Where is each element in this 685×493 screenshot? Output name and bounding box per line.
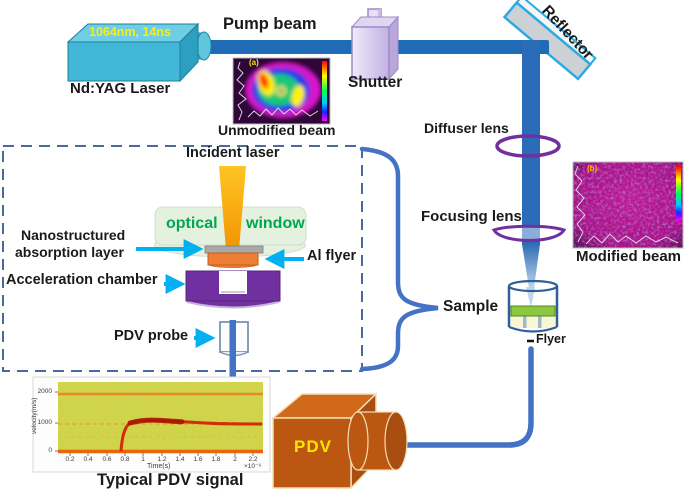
modified-beam-caption: Modified beam (576, 248, 682, 265)
spectrogram-xtick-2: 0.4 (83, 456, 93, 463)
spectrogram-xtick-10: 2 (233, 456, 237, 463)
modified-beam-image (572, 161, 684, 249)
nano-layer-label-line1: Nanostructured (21, 227, 126, 243)
spectrogram-xtick-1: 0.2 (65, 456, 75, 463)
spectrogram-xtick-11: 2.2 (248, 456, 258, 463)
optical-window-label-right: window (246, 215, 305, 232)
brace-connector (359, 146, 439, 372)
spectrogram-ytick-1000: 1000 (37, 419, 52, 426)
unmodified-beam-tag: (a) (249, 58, 259, 67)
pdv-device-body (270, 392, 408, 490)
target-assembly-box (2, 145, 363, 372)
pdv-fiber (401, 346, 534, 448)
spectrogram-xtick-8: 1.6 (193, 456, 203, 463)
spectrogram-ylabel: velocity(m/s) (31, 397, 38, 434)
spectrogram-xtick-3: 0.6 (102, 456, 112, 463)
modified-beam-tag: (b) (587, 164, 598, 173)
spectrogram-xtick-7: 1.4 (175, 456, 185, 463)
pump-beam-label: Pump beam (223, 15, 317, 33)
pdv-probe-label: PDV probe (114, 328, 189, 344)
incident-laser-beam (219, 166, 246, 250)
unmodified-beam-image (232, 57, 331, 125)
spectrogram-xlabel: Time(s) (147, 463, 171, 470)
spectrogram-xtick-6: 1.2 (157, 456, 167, 463)
sample-cup (507, 279, 559, 343)
unmodified-beam-caption: Unmodified beam (218, 122, 336, 138)
focusing-lens-label: Focusing lens (421, 208, 522, 225)
pdv-device-label: PDV (294, 437, 332, 456)
acceleration-chamber-label: Acceleration chamber (6, 272, 158, 288)
nano-layer-label-line2: absorption layer (15, 244, 124, 260)
callout-arrows (136, 239, 304, 348)
diffuser-lens-label: Diffuser lens (424, 120, 509, 136)
laser-spec-label: 1064nm, 14ns (89, 25, 171, 39)
spectrogram-scale-note: ×10⁻⁶ (244, 463, 262, 470)
acceleration-chamber-body (185, 270, 281, 309)
pdv-probe-body (219, 320, 249, 378)
flyer-label: Flyer (536, 332, 566, 346)
pdv-signal-caption: Typical PDV signal (97, 471, 244, 489)
ndyag-laser-body (66, 22, 212, 83)
spectrogram-xtick-5: 1 (141, 456, 145, 463)
incident-laser-label: Incident laser (186, 145, 280, 161)
shutter-body (350, 8, 400, 81)
spectrogram-ytick-2000: 2000 (37, 388, 52, 395)
spectrogram-xtick-9: 1.8 (211, 456, 221, 463)
spectrogram-xtick-4: 0.8 (120, 456, 130, 463)
laser-name-label: Nd:YAG Laser (70, 80, 171, 97)
al-flyer-label: Al flyer (307, 248, 357, 264)
sample-label: Sample (443, 298, 499, 315)
diffuser-lens-shape (495, 134, 561, 158)
nano-layer-and-al-flyer (204, 245, 264, 268)
spectrogram-ytick-0: 0 (48, 447, 52, 454)
focusing-lens-shape (491, 224, 567, 242)
optical-window-label-left: optical (166, 215, 218, 232)
pdv-signal-spectrogram (32, 376, 271, 473)
shutter-label: Shutter (348, 74, 403, 91)
